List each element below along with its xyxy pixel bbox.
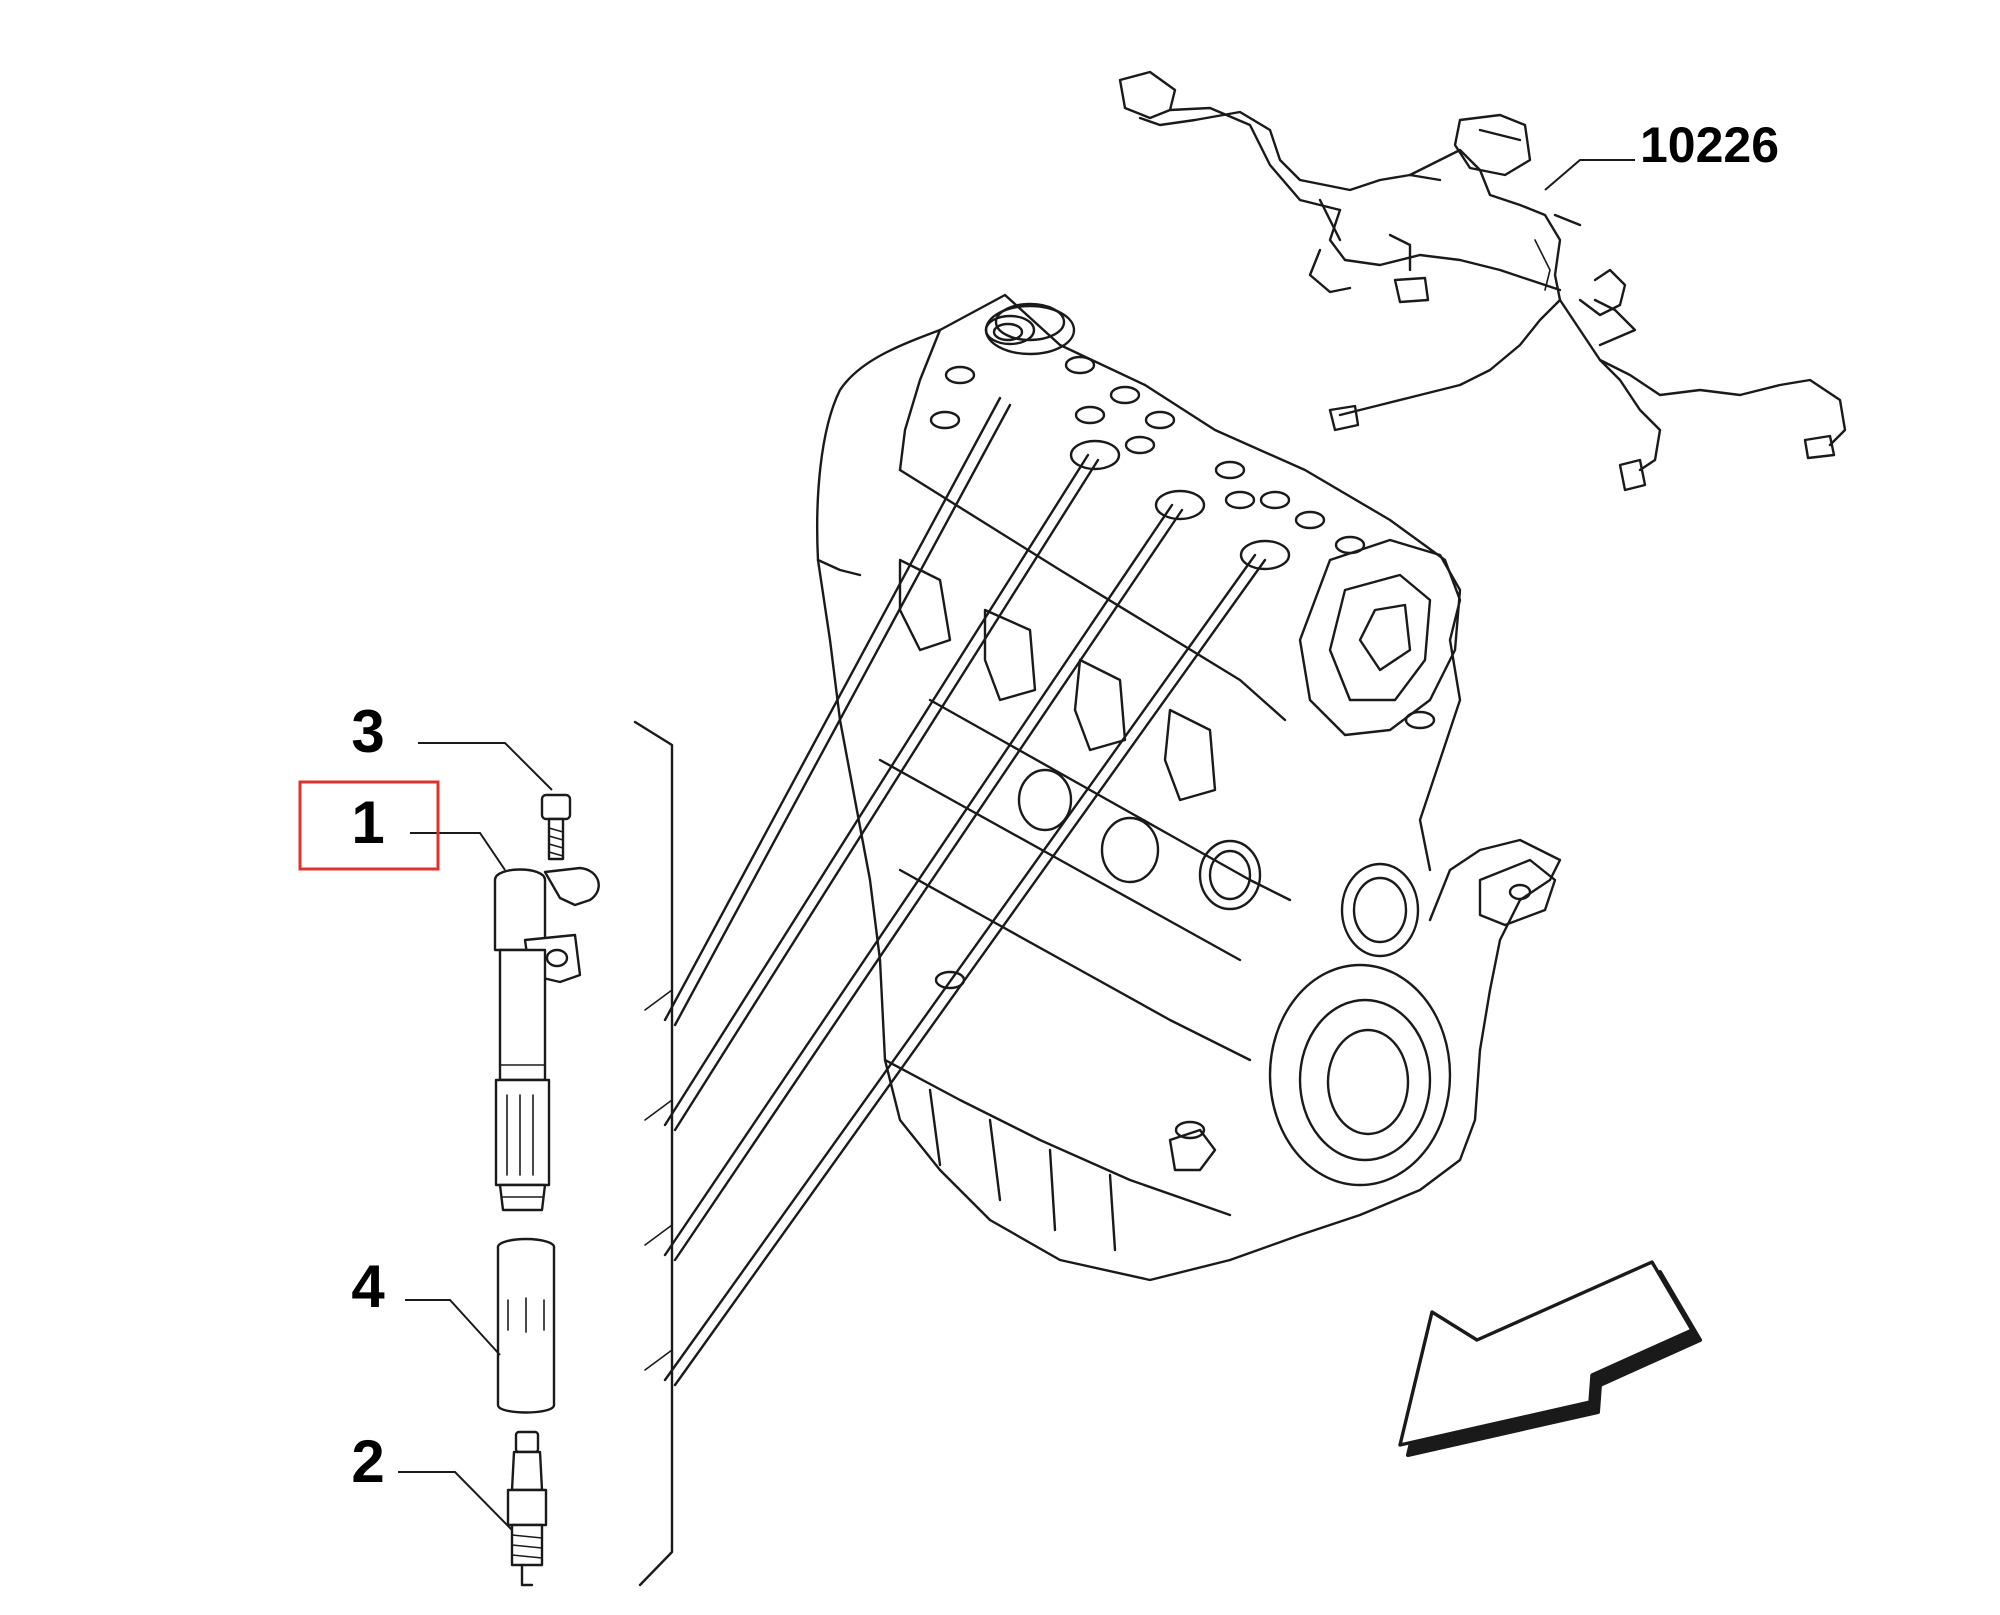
grouping-bracket — [633, 720, 674, 1587]
part-4-boot — [496, 1237, 556, 1414]
part-3-screw — [540, 793, 572, 861]
leader-part-2 — [398, 1471, 513, 1531]
leader-part-1 — [410, 832, 506, 871]
callout-leaders — [398, 159, 1635, 1531]
part-2-spark-plug — [506, 1430, 548, 1587]
part-1-ignition-coil — [493, 866, 600, 1212]
leader-part-4 — [405, 1299, 501, 1356]
callout-part-1: 1 — [351, 789, 384, 856]
front-direction-arrow-icon — [1398, 1260, 1702, 1457]
cylinder-leader-lines — [663, 396, 1267, 1387]
highlight-box-part-1 — [298, 780, 440, 871]
callout-part-3: 3 — [351, 698, 384, 765]
callout-part-4: 4 — [351, 1253, 385, 1320]
leader-wiring-harness — [1544, 159, 1635, 191]
callout-part-2: 2 — [351, 1428, 384, 1495]
engine-block — [816, 293, 1562, 1282]
callout-labels: 3 1 4 2 10226 — [298, 117, 1779, 1495]
leader-part-3 — [418, 742, 553, 791]
wiring-harness — [1118, 70, 1847, 492]
callout-wiring-harness: 10226 — [1640, 117, 1779, 173]
